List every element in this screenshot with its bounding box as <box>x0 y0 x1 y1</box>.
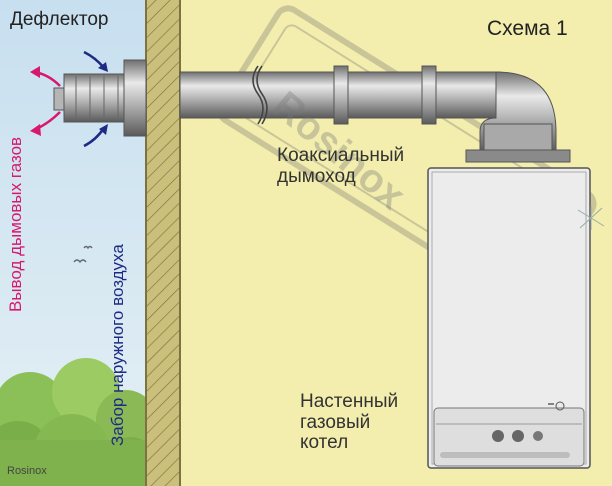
boiler-line-1: Настенный <box>300 391 399 412</box>
birds-icon <box>73 245 93 264</box>
light-flare-icon <box>577 206 605 230</box>
boiler-label: Настенный газовый котел <box>300 391 399 454</box>
wall <box>145 0 181 486</box>
coaxial-pipe <box>179 65 501 125</box>
deflector-terminal <box>53 59 147 137</box>
corner-watermark: Rosinox <box>7 465 47 477</box>
coax-line-2: дымоход <box>277 165 356 187</box>
diagram-title: Схема 1 <box>487 17 568 40</box>
air-intake-label: Забор наружного воздуха <box>108 244 127 446</box>
gas-boiler <box>427 167 591 469</box>
boiler-line-3: котел <box>300 432 349 454</box>
pipe-elbow <box>465 71 571 163</box>
deflector-label: Дефлектор <box>10 9 109 30</box>
coaxial-chimney-label: Коаксиальный дымоход <box>277 145 405 187</box>
exhaust-gases-label: Вывод дымовых газов <box>6 136 25 312</box>
tree-foliage <box>0 358 158 486</box>
coax-line-1: Коаксиальный <box>277 145 405 166</box>
boiler-line-2: газовый <box>300 411 371 433</box>
